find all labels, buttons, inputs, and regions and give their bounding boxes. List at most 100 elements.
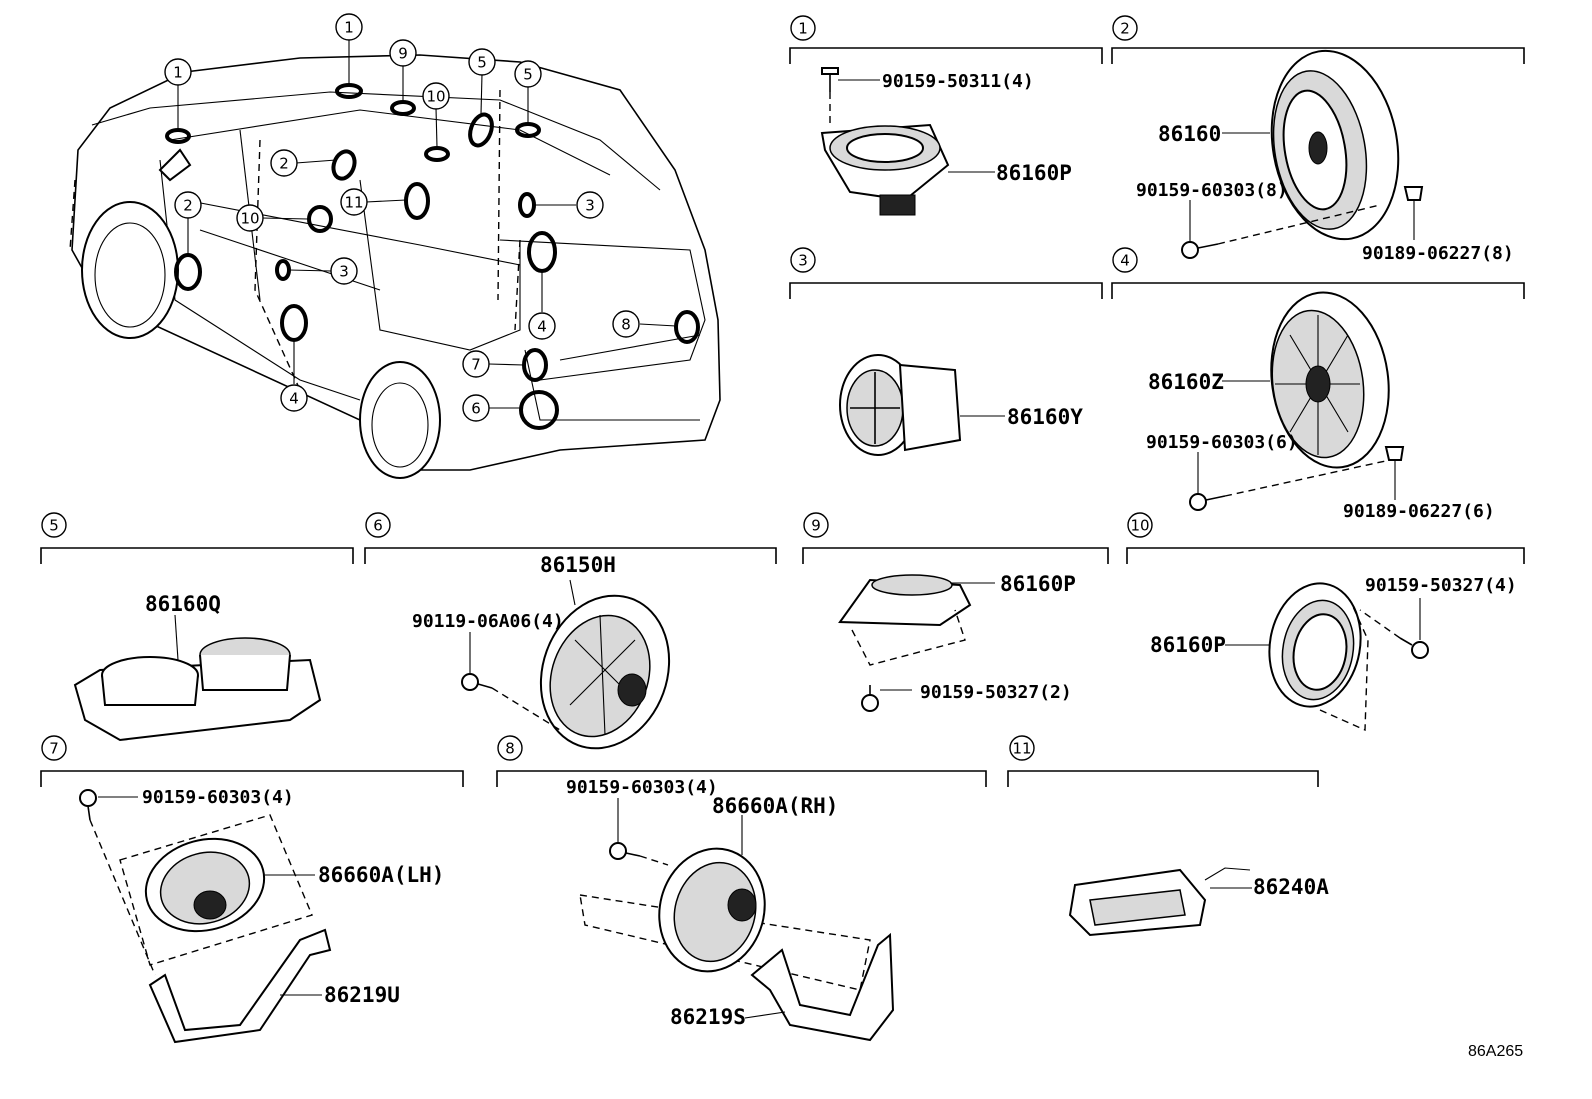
section-callout-number: 5	[49, 517, 59, 535]
speaker-icon	[820, 123, 995, 216]
section-bracket	[1111, 282, 1525, 299]
diagram-id: 86A265	[1468, 1043, 1523, 1060]
section-callout: 9	[803, 512, 829, 538]
screw-icon	[79, 789, 156, 976]
section-bracket	[40, 770, 464, 787]
part-number-86160Q: 86160Q	[145, 592, 221, 616]
vehicle-callout: 5	[468, 48, 496, 76]
screw-icon	[1189, 452, 1391, 511]
vehicle-callout: 6	[462, 394, 490, 422]
section-bracket	[1126, 547, 1525, 564]
vehicle-callout-number: 6	[471, 400, 481, 418]
vehicle-callout: 1	[164, 58, 192, 86]
part-number-86660A-RH: 86660A(RH)	[712, 794, 838, 818]
vehicle-callout: 4	[280, 384, 308, 412]
part-number-86219S: 86219S	[670, 1005, 746, 1029]
vehicle-callout-number: 2	[279, 155, 289, 173]
vehicle-callout: 8	[612, 310, 640, 338]
part-labels: 90159-50311(4) 86160P 86160 90159-60303(…	[142, 71, 1523, 1060]
vehicle-callout: 11	[340, 188, 368, 216]
vehicle-callout-number: 4	[537, 318, 547, 336]
section-bracket	[789, 282, 1103, 299]
part-number-90159-60303: 90159-60303(4)	[142, 787, 294, 808]
section-callout-number: 2	[1120, 20, 1130, 38]
vehicle-callout: 4	[528, 312, 556, 340]
part-number-86219U: 86219U	[324, 983, 400, 1007]
section-callout-number: 11	[1012, 740, 1031, 758]
vehicle-callout: 9	[389, 39, 417, 67]
vehicle-callout: 7	[462, 350, 490, 378]
vehicle-callout: 3	[576, 191, 604, 219]
vehicle-callout: 2	[174, 191, 202, 219]
bracket-icon	[148, 928, 332, 1044]
part-number-86660A-LH: 86660A(LH)	[318, 863, 444, 887]
part-number-86160: 86160	[1158, 122, 1221, 146]
vehicle-callout-number: 8	[621, 316, 631, 334]
part-number-90189-06227: 90189-06227(8)	[1362, 243, 1514, 264]
part-number-90159-50327: 90159-50327(2)	[920, 682, 1072, 703]
part-number-90119-06A06: 90119-06A06(4)	[412, 611, 564, 632]
speaker-icon	[579, 815, 871, 991]
vehicle-callout-number: 2	[183, 197, 193, 215]
screw-icon	[821, 67, 880, 128]
section-callout: 11	[1009, 735, 1035, 761]
screw-icon	[1359, 598, 1429, 659]
section-callout: 6	[365, 512, 391, 538]
section-callout: 2	[1112, 15, 1138, 41]
part-number-90159-50311: 90159-50311(4)	[882, 71, 1034, 92]
screw-icon	[1181, 200, 1381, 259]
vehicle-callout-number: 3	[585, 197, 595, 215]
bracket-icon	[744, 932, 895, 1042]
section-callout-number: 1	[798, 20, 808, 38]
part-number-86160Z: 86160Z	[1148, 370, 1224, 394]
vehicle-callout: 1	[335, 13, 363, 41]
speaker-icon	[838, 574, 995, 666]
speaker-icon	[1222, 49, 1400, 241]
section-callout: 10	[1127, 512, 1153, 538]
section-callout-number: 9	[811, 517, 821, 535]
part-number-90159-60303: 90159-60303(6)	[1146, 432, 1298, 453]
screw-icon	[609, 798, 669, 866]
part-number-86160P: 86160P	[996, 161, 1072, 185]
vehicle-callout: 10	[236, 204, 264, 232]
vehicle-callout: 10	[422, 82, 450, 110]
clip-icon	[1403, 186, 1424, 240]
part-number-90159-60303: 90159-60303(8)	[1136, 180, 1288, 201]
section-bracket	[364, 547, 777, 564]
section-callout-number: 7	[49, 740, 59, 758]
section-callout: 1	[790, 15, 816, 41]
vehicle-callout: 5	[514, 60, 542, 88]
speaker-icon	[539, 579, 671, 750]
vehicle-callout-number: 5	[523, 66, 533, 84]
screw-icon	[861, 685, 912, 712]
part-number-86160Y: 86160Y	[1007, 405, 1083, 429]
vehicle-callout-number: 9	[398, 45, 408, 63]
speaker-icon	[119, 814, 315, 966]
speaker-icon	[1225, 582, 1369, 732]
speaker-icon	[1222, 291, 1390, 469]
screw-icon	[461, 632, 561, 731]
section-callout-number: 10	[1130, 517, 1149, 535]
part-number-90189-06227: 90189-06227(6)	[1343, 501, 1495, 522]
tweeter-icon	[839, 354, 1005, 456]
vehicle-callout-number: 3	[339, 263, 349, 281]
section-callout-number: 6	[373, 517, 383, 535]
vehicle-callout-number: 5	[477, 54, 487, 72]
vehicle-callout-number: 1	[344, 19, 354, 37]
vehicle-outline	[69, 39, 721, 479]
part-number-86150H: 86150H	[540, 553, 616, 577]
rear-wheel	[359, 361, 441, 479]
section-bracket	[789, 47, 1103, 64]
amplifier-icon	[1068, 867, 1252, 937]
front-wheel	[81, 201, 179, 339]
section-bracket	[1111, 47, 1525, 64]
part-number-90159-60303: 90159-60303(4)	[566, 777, 718, 798]
vehicle-callout: 2	[270, 149, 298, 177]
vehicle-callout-number: 11	[344, 194, 363, 212]
section-callout: 4	[1112, 247, 1138, 273]
section-bracket	[1007, 770, 1319, 787]
vehicle-callout: 3	[330, 257, 358, 285]
section-callout: 5	[41, 512, 67, 538]
